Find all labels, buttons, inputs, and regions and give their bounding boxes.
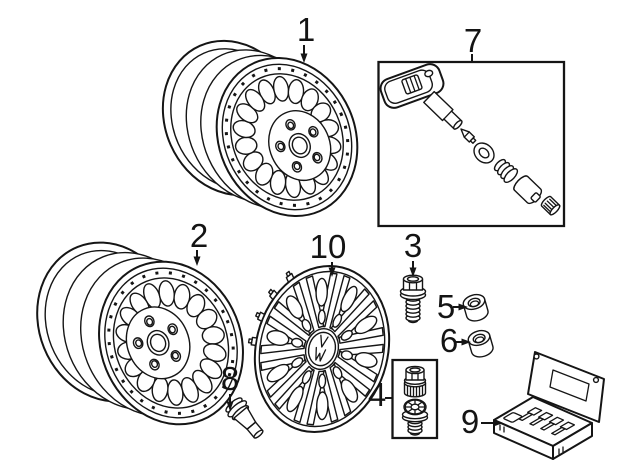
- callout-9[interactable]: 9: [461, 403, 503, 440]
- callout-2[interactable]: 2: [190, 217, 208, 266]
- callout-label-5[interactable]: 5: [437, 288, 455, 325]
- callout-label-2[interactable]: 2: [190, 217, 208, 254]
- callout-1[interactable]: 1: [297, 11, 315, 63]
- part-valve-stem[interactable]: [223, 395, 269, 443]
- callout-label-3[interactable]: 3: [404, 227, 422, 264]
- case-lid: [528, 352, 604, 422]
- part-cap-6[interactable]: [465, 327, 496, 360]
- part-tpms-sensor-kit[interactable]: [378, 61, 564, 226]
- callout-label-7[interactable]: 7: [464, 22, 482, 59]
- callout-5[interactable]: 5: [437, 288, 468, 325]
- part-wheel-lock-bolt-kit[interactable]: [393, 360, 438, 438]
- callout-7[interactable]: 7: [464, 22, 482, 62]
- tpms-sensor: [378, 61, 465, 131]
- case-slots: [503, 404, 574, 439]
- callout-3[interactable]: 3: [404, 227, 422, 277]
- vw-emblem-icon: [301, 325, 342, 373]
- callout-10[interactable]: 10: [310, 228, 347, 277]
- part-wheel-bolt[interactable]: [401, 275, 426, 322]
- callout-label-6[interactable]: 6: [440, 322, 458, 359]
- callout-8[interactable]: 8: [221, 360, 239, 411]
- valve-cap: [540, 195, 561, 216]
- part-wheel-cover[interactable]: [231, 250, 407, 447]
- callout-label-8[interactable]: 8: [221, 360, 239, 397]
- grommet-seal: [470, 139, 498, 167]
- callout-label-10[interactable]: 10: [310, 228, 347, 265]
- union-nut: [512, 174, 545, 207]
- retainer-clips: [248, 265, 296, 352]
- part-wheel-lock-set[interactable]: [494, 352, 604, 459]
- callout-label-1[interactable]: 1: [297, 11, 315, 48]
- callout-label-4[interactable]: 4: [368, 376, 386, 413]
- lock-bolt: [403, 399, 428, 435]
- part-steel-wheel-2[interactable]: [14, 221, 269, 448]
- ferrule-washer: [492, 157, 520, 185]
- callout-6[interactable]: 6: [440, 322, 471, 359]
- part-steel-wheel-1[interactable]: [139, 19, 384, 240]
- lock-bolt-cap: [405, 366, 426, 396]
- callout-label-9[interactable]: 9: [461, 403, 479, 440]
- valve-core: [458, 126, 476, 144]
- part-cap-5[interactable]: [460, 291, 491, 324]
- callout-4[interactable]: 4: [368, 376, 393, 413]
